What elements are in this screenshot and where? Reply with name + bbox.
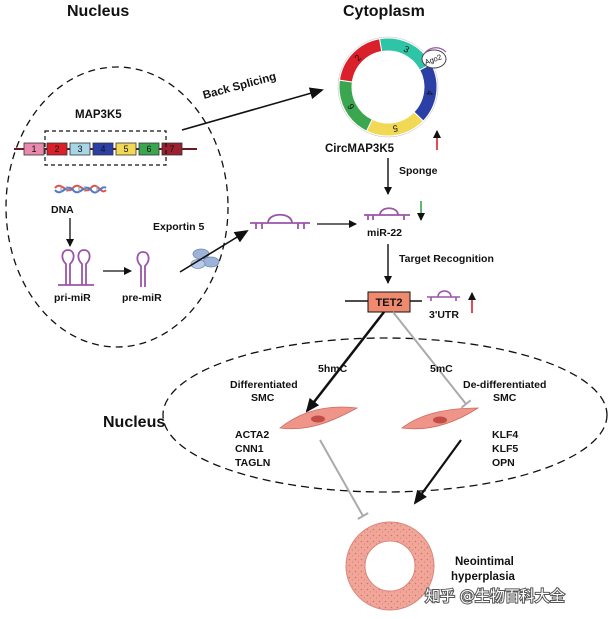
- circ-segment-4-label: 4: [424, 90, 435, 96]
- back-splicing-label: Back Splicing: [202, 71, 278, 102]
- neointimal-label-line2: hyperplasia: [451, 571, 516, 583]
- marker-gene-opn: OPN: [492, 457, 515, 469]
- exon-2-box: [46, 142, 68, 156]
- tet2-label: TET2: [376, 297, 403, 309]
- utr-mir-icon: [427, 290, 460, 301]
- tet2-inhibits-dedifferentiation: [392, 311, 472, 409]
- exon-7-box: [161, 142, 183, 156]
- dedifferentiated-to-hyperplasia-arrow: [413, 439, 462, 505]
- circ-rna-ring: 3 4 5 6 2: [337, 36, 439, 138]
- exon-5-label: 5: [123, 144, 128, 154]
- differentiated-label-line2: SMC: [251, 392, 275, 404]
- tet2-box: [367, 291, 411, 313]
- exon-3-box: [69, 142, 91, 156]
- circ-segment-6-label: 6: [345, 102, 356, 111]
- exon-1-label: 1: [31, 144, 36, 154]
- marker-gene-klf4: KLF4: [492, 429, 518, 441]
- exportin-5-icon: [190, 248, 220, 269]
- dna-helix-icon: [54, 184, 107, 194]
- exportin-label: Exportin 5: [153, 221, 205, 233]
- marker-gene-cnn1: CNN1: [235, 443, 264, 455]
- nucleus-heading: Nucleus: [67, 3, 129, 20]
- export-arrow: [179, 229, 249, 273]
- differentiated-smc-icon: [279, 406, 359, 430]
- exon-4-label: 4: [100, 144, 105, 154]
- pri-mir-label: pri-miR: [54, 292, 91, 304]
- dedifferentiated-smc-icon: [400, 407, 480, 430]
- circ-segment-2-label: 2: [352, 53, 363, 64]
- exon-4-box: [92, 142, 114, 156]
- marker-gene-tagln: TAGLN: [235, 457, 270, 469]
- gene-name: MAP3K5: [75, 109, 122, 121]
- back-splicing-arrow: [181, 87, 324, 131]
- circ-segment-5-label: 5: [392, 123, 399, 134]
- target-recognition-label: Target Recognition: [399, 253, 494, 265]
- pri-mir-hairpin-icon: [58, 249, 94, 286]
- ago2-icon: Ago2: [421, 47, 447, 69]
- pre-mir-hairpin-icon: [136, 251, 150, 287]
- 5mc-label: 5mC: [430, 363, 453, 375]
- neointimal-label-line1: Neointimal: [455, 556, 514, 568]
- exon-6-box: [138, 142, 160, 156]
- mir22-label: miR-22: [367, 227, 402, 239]
- nucleus-membrane: [5, 66, 229, 348]
- lower-nucleus-membrane: [162, 337, 608, 493]
- cytoplasm-heading: Cytoplasm: [343, 3, 425, 20]
- gene-exons: 1 2 3 4 5 6 7: [23, 142, 183, 156]
- vessel-cross-section-icon: [345, 521, 435, 611]
- cytoplasmic-premir-icon: [250, 213, 310, 229]
- pre-mir-label: pre-miR: [122, 292, 162, 304]
- nucleus-lower-heading: Nucleus: [103, 414, 165, 431]
- circ-name-label: CircMAP3K5: [325, 143, 395, 155]
- 5hmc-label: 5hmC: [318, 363, 348, 375]
- circ-center: [352, 51, 424, 123]
- marker-gene-klf5: KLF5: [492, 443, 518, 455]
- exon-2-label: 2: [54, 144, 59, 154]
- exon-3-label: 3: [77, 144, 82, 154]
- marker-gene-acta2: ACTA2: [235, 429, 269, 441]
- utr-label: 3'UTR: [429, 309, 459, 321]
- dedifferentiated-label-line2: SMC: [493, 392, 517, 404]
- watermark: 知乎 @生物百科大全: [425, 587, 565, 605]
- differentiated-label-line1: Differentiated: [230, 379, 298, 391]
- circ-segment-3-label: 3: [402, 44, 411, 55]
- mir22-icon: [364, 207, 410, 220]
- exon-5-box: [115, 142, 137, 156]
- dna-label: DNA: [51, 204, 74, 216]
- differentiated-inhibits-hyperplasia: [319, 439, 369, 520]
- exon-1-box: [23, 142, 45, 156]
- sponge-label: Sponge: [399, 165, 438, 177]
- dedifferentiated-label-line1: De-differentiated: [463, 379, 546, 391]
- exon-7-label: 7: [169, 144, 174, 154]
- exon-6-label: 6: [146, 144, 151, 154]
- tet2-to-differentiated-arrow: [305, 311, 385, 413]
